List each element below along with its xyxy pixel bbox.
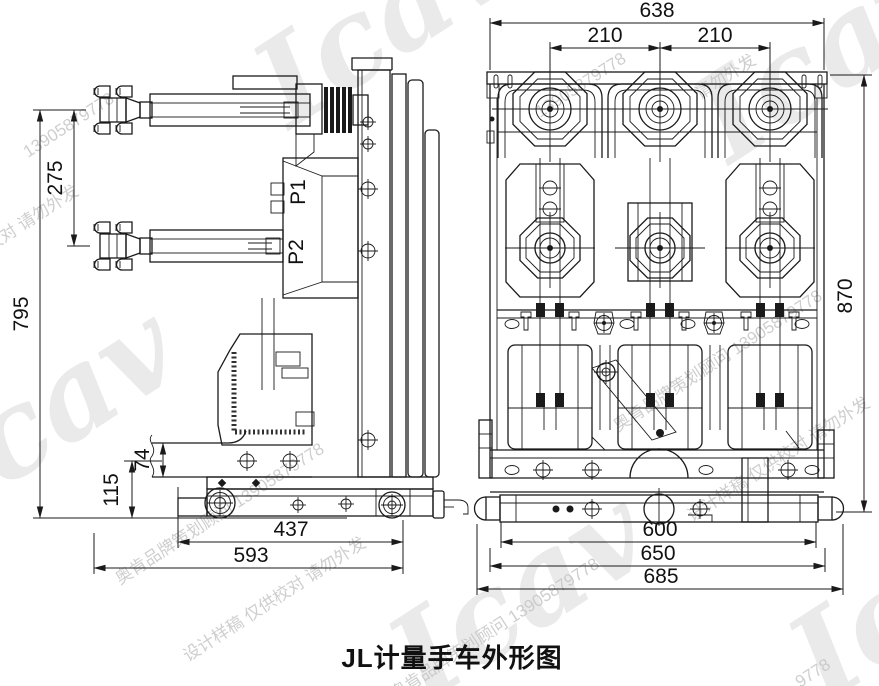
- watermark-text: 奥肯品牌策划顾问 13905879778: [610, 286, 826, 435]
- bottom-carriage: [473, 457, 845, 526]
- interrupter-boxes: [507, 344, 813, 451]
- frame-plates: [351, 57, 440, 478]
- dim-front-overall-width: 685: [643, 565, 678, 588]
- dim-front-pole-pitch-left: 210: [587, 24, 622, 47]
- pole-housing-panel: P1 P2: [270, 157, 359, 299]
- dim-side-arm-spacing: 275: [44, 160, 67, 195]
- dim-front-base-width: 650: [640, 542, 675, 565]
- terminal-label-p2: P2: [285, 239, 308, 265]
- dim-front-pole-pitch-right: 210: [697, 24, 732, 47]
- dim-side-overall-depth: 593: [233, 544, 268, 567]
- watermark-text: 13905879778: [20, 89, 118, 162]
- lower-contact-fingers: [93, 221, 153, 271]
- dim-side-overall-height: 795: [10, 296, 33, 331]
- watermark-text: 校对 请勿外发: [0, 181, 82, 255]
- dim-front-overall-height: 870: [834, 278, 857, 313]
- front-wheel: [204, 487, 236, 519]
- side-view: P1 P2: [10, 57, 469, 574]
- dim-side-base-length: 437: [273, 518, 308, 541]
- drawing-title: JL计量手车外形图: [341, 643, 562, 673]
- front-view-dimensions: 638 210 210 870 600 650 685: [476, 0, 872, 595]
- rear-wheel: [378, 491, 406, 519]
- bottom-rail: [478, 419, 835, 481]
- front-view: 638 210 210 870 600 650 685: [473, 0, 872, 595]
- dim-front-rail-width: 600: [642, 518, 677, 541]
- dim-side-channel-height: 74: [131, 448, 154, 472]
- diagonal-brace: [591, 359, 677, 441]
- mechanism-housing: [217, 298, 315, 446]
- dim-side-base-height: 115: [100, 473, 123, 506]
- dim-front-top-width: 638: [639, 0, 674, 22]
- upper-bushing-arm: [93, 75, 369, 167]
- side-view-dimensions: 795 275 115 74 437 593: [10, 109, 404, 574]
- lower-bushing-arm: [93, 221, 284, 271]
- interlock-hook: [432, 490, 469, 519]
- pole-left: [491, 68, 609, 431]
- watermark-text: 设计样稿 仅供校对 请勿外发: [684, 393, 873, 525]
- clip-row: [504, 311, 810, 335]
- watermark-logo: Icav: [761, 460, 879, 686]
- terminal-label-p1: P1: [287, 179, 310, 205]
